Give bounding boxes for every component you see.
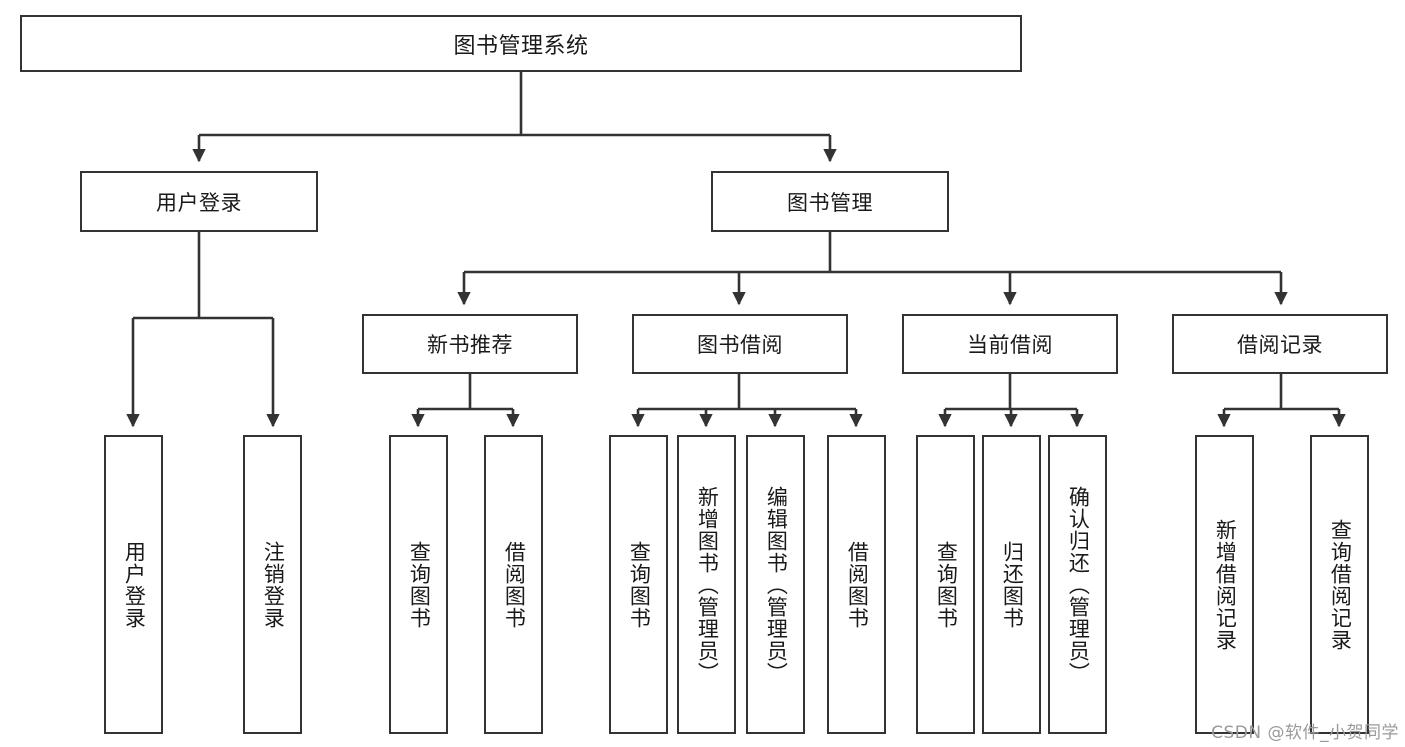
node-leaf-query-record-label: 查询借阅记录 xyxy=(1328,518,1353,651)
node-user-login[interactable]: 用户登录 xyxy=(80,171,318,232)
node-current-borrow[interactable]: 当前借阅 xyxy=(902,314,1118,374)
node-book-borrow-label: 图书借阅 xyxy=(697,333,783,357)
node-leaf-add-book[interactable]: 新增图书（管理员） xyxy=(677,435,736,734)
node-leaf-query-book-2-label: 查询图书 xyxy=(627,540,652,629)
node-leaf-confirm-return[interactable]: 确认归还（管理员） xyxy=(1048,435,1107,734)
node-current-borrow-label: 当前借阅 xyxy=(967,333,1053,357)
node-leaf-add-book-label: 新增图书（管理员） xyxy=(695,485,720,684)
node-book-manage-label: 图书管理 xyxy=(787,190,873,215)
node-leaf-borrow-book-1[interactable]: 借阅图书 xyxy=(484,435,543,734)
node-leaf-user-login[interactable]: 用户登录 xyxy=(104,435,163,734)
node-leaf-query-book-2[interactable]: 查询图书 xyxy=(609,435,668,734)
node-new-book-recommend[interactable]: 新书推荐 xyxy=(362,314,578,374)
node-leaf-return-book-label: 归还图书 xyxy=(1000,540,1025,629)
node-leaf-return-book[interactable]: 归还图书 xyxy=(982,435,1041,734)
node-user-login-label: 用户登录 xyxy=(156,190,242,215)
node-leaf-user-logout-label: 注销登录 xyxy=(261,540,286,629)
node-leaf-query-book-3-label: 查询图书 xyxy=(934,540,959,629)
node-borrow-record-label: 借阅记录 xyxy=(1237,333,1323,357)
node-new-book-recommend-label: 新书推荐 xyxy=(427,333,513,357)
node-leaf-query-record[interactable]: 查询借阅记录 xyxy=(1310,435,1369,734)
node-borrow-record[interactable]: 借阅记录 xyxy=(1172,314,1388,374)
node-book-borrow[interactable]: 图书借阅 xyxy=(632,314,848,374)
node-leaf-add-record-label: 新增借阅记录 xyxy=(1213,518,1238,651)
node-leaf-user-logout[interactable]: 注销登录 xyxy=(243,435,302,734)
node-leaf-query-book-3[interactable]: 查询图书 xyxy=(916,435,975,734)
node-leaf-edit-book-label: 编辑图书（管理员） xyxy=(764,485,789,684)
node-leaf-borrow-book-2-label: 借阅图书 xyxy=(845,540,870,629)
node-leaf-add-record[interactable]: 新增借阅记录 xyxy=(1195,435,1254,734)
node-leaf-query-book-1-label: 查询图书 xyxy=(407,540,432,629)
node-leaf-borrow-book-1-label: 借阅图书 xyxy=(502,540,527,629)
csdn-watermark: CSDN @软件_小贺同学 xyxy=(1211,723,1399,743)
node-root-label: 图书管理系统 xyxy=(453,33,589,59)
node-leaf-user-login-label: 用户登录 xyxy=(122,540,147,629)
node-book-manage[interactable]: 图书管理 xyxy=(711,171,949,232)
node-leaf-borrow-book-2[interactable]: 借阅图书 xyxy=(827,435,886,734)
node-leaf-query-book-1[interactable]: 查询图书 xyxy=(389,435,448,734)
node-leaf-edit-book[interactable]: 编辑图书（管理员） xyxy=(746,435,805,734)
node-leaf-confirm-return-label: 确认归还（管理员） xyxy=(1066,485,1091,684)
node-root[interactable]: 图书管理系统 xyxy=(20,15,1022,72)
